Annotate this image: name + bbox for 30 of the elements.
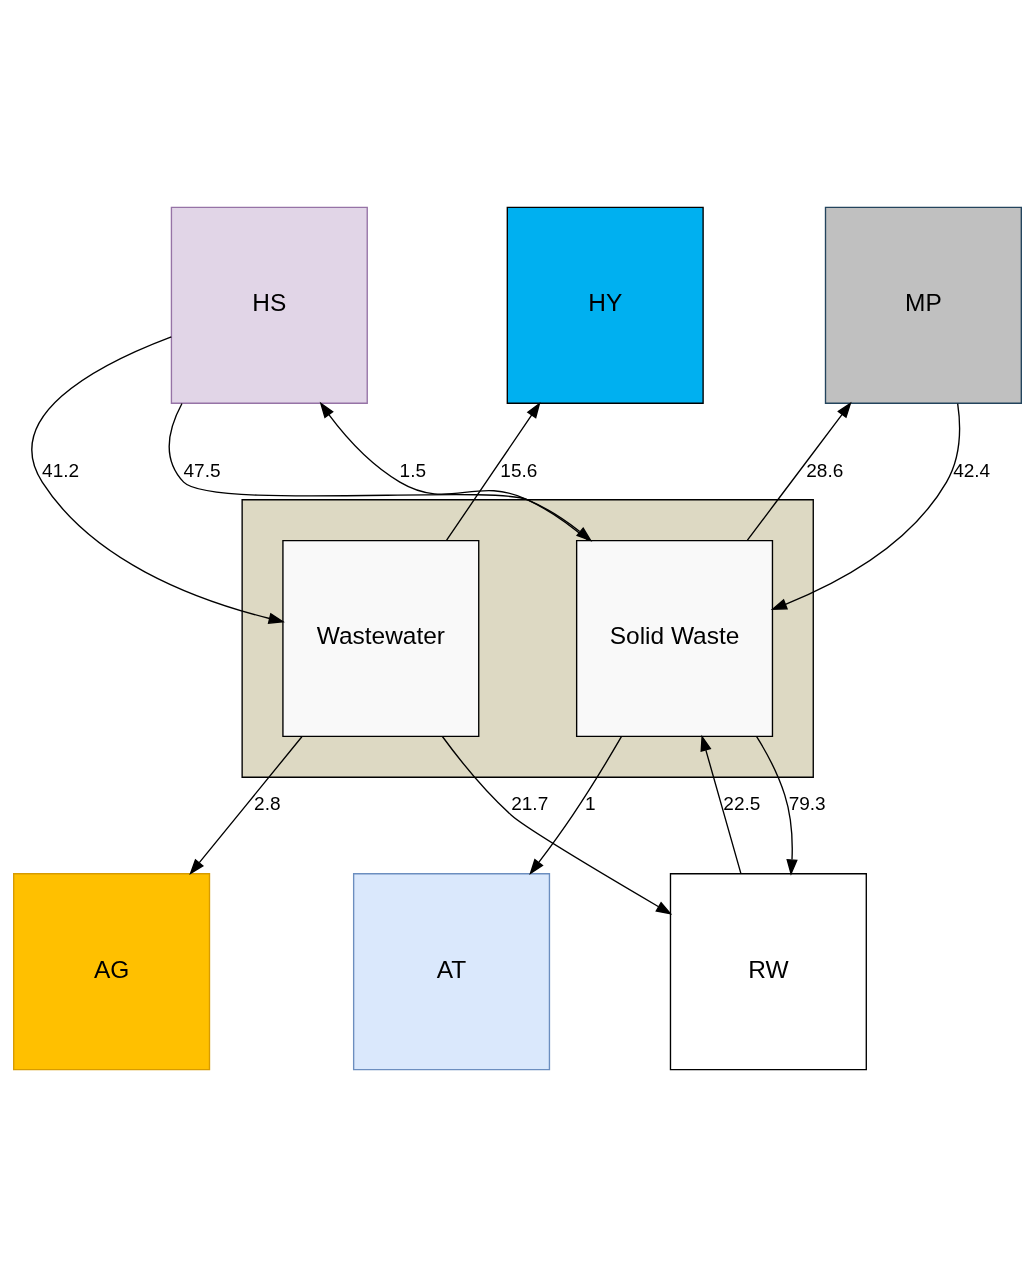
arrow	[700, 734, 742, 874]
arrow	[189, 735, 303, 875]
edge-label: 15.6	[500, 459, 538, 481]
arrow	[746, 401, 852, 541]
edge-label: 79.3	[788, 792, 826, 814]
node-box: AG	[13, 872, 211, 1070]
node-box: AT	[352, 872, 551, 1070]
node-box: HY	[506, 206, 704, 404]
arrow	[31, 335, 285, 624]
edge-label: 2.8	[254, 792, 281, 814]
arrow	[755, 735, 798, 876]
edge-label: 22.5	[723, 792, 761, 814]
edge-label: 42.4	[953, 459, 991, 481]
edge-label: 41.2	[42, 459, 80, 481]
node-box: RW	[669, 872, 867, 1070]
edge-label: 21.7	[511, 792, 549, 814]
edge-label: 47.5	[183, 459, 221, 481]
edge-label: 28.6	[806, 459, 844, 481]
arrow	[445, 401, 541, 541]
arrow	[770, 402, 961, 610]
arrow	[441, 735, 673, 915]
arrow	[319, 401, 590, 541]
node-box: MP	[824, 206, 1022, 404]
node-box: HS	[170, 206, 368, 404]
node-box: Solid Waste	[575, 539, 774, 737]
edge-label: 1.5	[399, 459, 427, 481]
arrow	[529, 735, 623, 875]
node-box: Wastewater	[282, 539, 480, 737]
edge-label: 1	[584, 792, 596, 814]
cluster	[241, 498, 814, 778]
